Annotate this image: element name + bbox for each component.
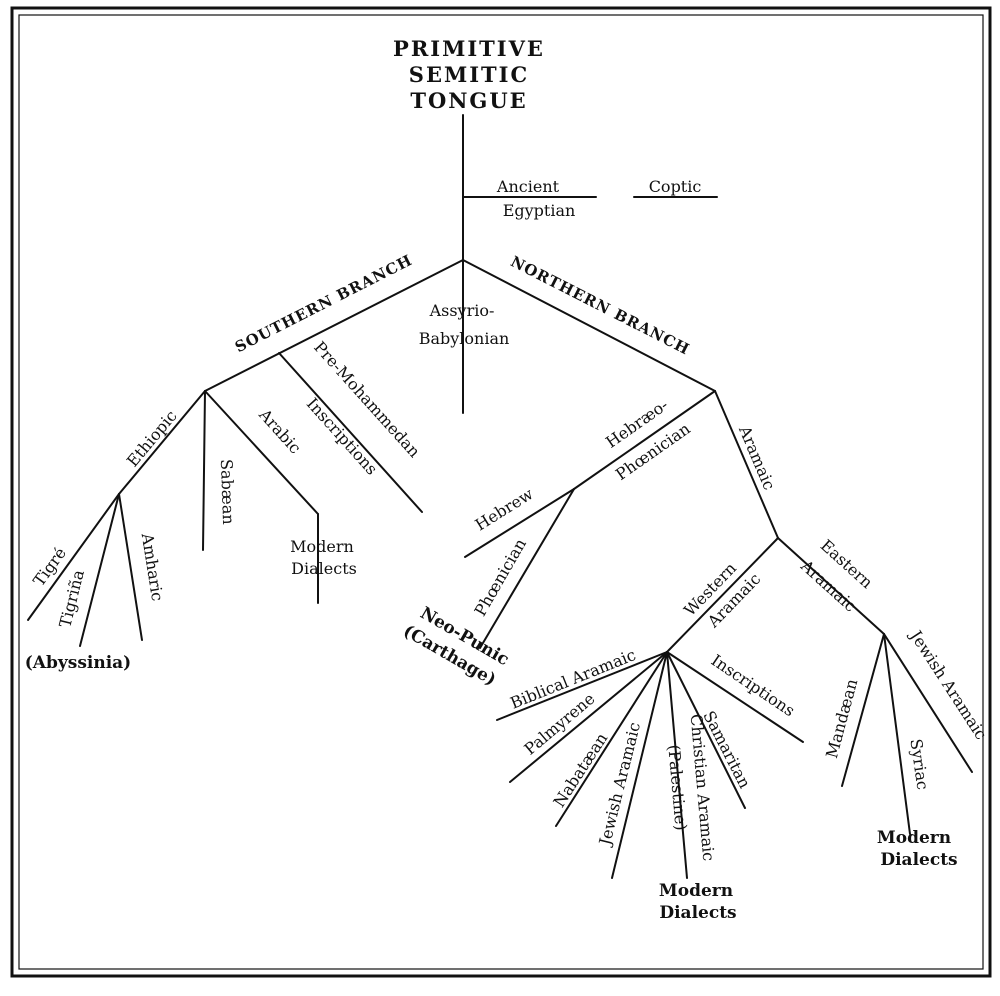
edge-hebraeo-phoenician <box>573 390 716 490</box>
edge-southern-branch <box>204 259 464 392</box>
edge-pre-mohammedan <box>278 352 423 513</box>
western-modern-line-2: Dialects <box>659 903 736 923</box>
edge-eastern-aramaic <box>777 537 885 635</box>
sabaean-label: Sabæan <box>217 459 238 525</box>
tree-edges <box>27 114 973 879</box>
eastern-modern-line-1: Modern <box>877 828 951 848</box>
ancient-egyptian-line-1: Ancient <box>496 177 560 196</box>
mandaean-label: Mandæan <box>822 677 861 761</box>
edge-christian-aramaic <box>666 651 688 879</box>
ancient-egyptian-line-2: Egyptian <box>503 201 576 220</box>
edge-phoenician <box>479 488 575 649</box>
assyrio-babylonian-line-2: Babylonian <box>419 329 510 348</box>
hebrew-label: Hebrew <box>472 484 537 534</box>
edge-palmyrene <box>509 651 668 783</box>
pre-mohammedan-line-1: Pre-Mohammedan <box>310 338 424 461</box>
edge-sabaean <box>202 390 206 551</box>
aramaic-label: Aramaic <box>735 422 779 493</box>
edge-western-aramaic <box>666 537 779 653</box>
edge-nabataean <box>555 651 668 827</box>
edge-arabic <box>204 390 319 515</box>
syriac-label: Syriac <box>906 738 932 791</box>
root-line-3: TONGUE <box>410 88 527 113</box>
edge-syriac <box>883 633 911 835</box>
tree-labels: PRIMITIVE SEMITIC TONGUE Ancient Egyptia… <box>25 36 991 923</box>
edge-inscriptions <box>666 651 804 743</box>
root-line-2: SEMITIC <box>409 62 529 87</box>
tigre-label: Tigré <box>29 544 70 590</box>
arabic-modern-line-2: Dialects <box>291 559 357 578</box>
coptic-label: Coptic <box>649 177 702 196</box>
edge-hebrew <box>464 488 575 558</box>
edge-jewish-aramaic-w <box>611 651 668 879</box>
edge-ethiopic <box>118 390 206 495</box>
christian-aramaic-line-2: (Palestine) <box>664 744 690 832</box>
edge-jewish-aramaic-e <box>883 633 973 773</box>
eastern-modern-line-2: Dialects <box>880 850 957 870</box>
edge-amharic <box>118 493 143 641</box>
arabic-modern-line-1: Modern <box>290 537 354 556</box>
edge-biblical-aramaic <box>496 651 668 721</box>
amharic-label: Amharic <box>138 531 168 602</box>
edge-mandaean <box>841 633 885 787</box>
edge-aramaic <box>714 390 779 539</box>
arabic-label: Arabic <box>255 405 305 458</box>
edge-tigrina <box>79 493 120 647</box>
assyrio-babylonian-line-1: Assyrio- <box>429 301 495 320</box>
frame-outer <box>10 6 992 978</box>
edge-northern-branch <box>462 259 716 392</box>
western-modern-line-1: Modern <box>659 881 733 901</box>
abyssinia-label: (Abyssinia) <box>25 653 131 673</box>
ethiopic-label: Ethiopic <box>123 406 181 470</box>
frame-inner <box>18 14 984 970</box>
edge-tigre <box>27 493 120 621</box>
northern-branch-label: NORTHERN BRANCH <box>508 252 693 358</box>
edge-samaritan <box>666 651 746 809</box>
jewish-aramaic-e-label: Jewish Aramaic <box>905 625 991 743</box>
root-line-1: PRIMITIVE <box>393 36 545 61</box>
